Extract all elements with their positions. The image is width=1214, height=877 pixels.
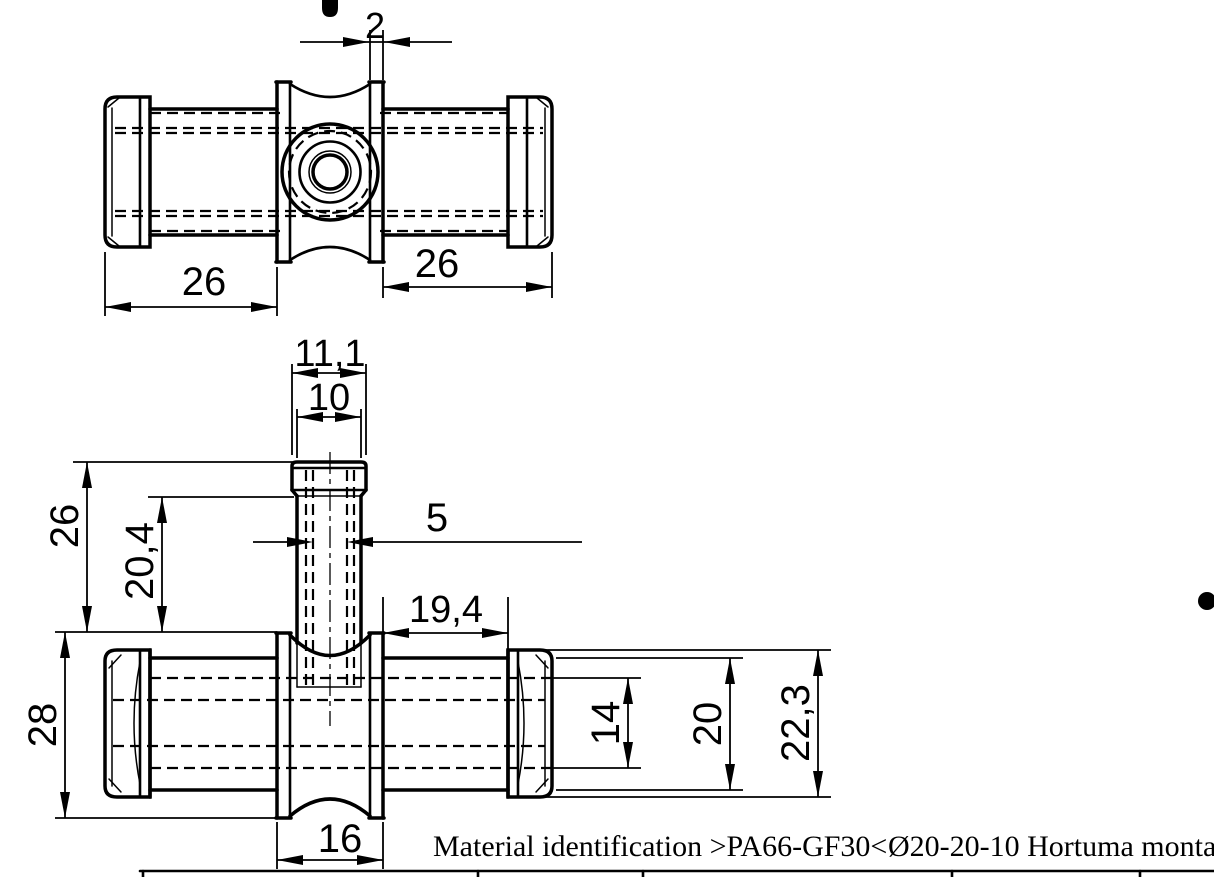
port-boss-circles [280, 122, 380, 222]
dim-bead-od-label: 22,3 [774, 684, 818, 762]
dimension-port-od: 10 [296, 377, 362, 458]
dimension-top-right-length: 26 [382, 242, 553, 298]
dimension-port-height-to-bead: 20,4 [118, 496, 294, 632]
dim-top-left-length-label: 26 [182, 260, 227, 304]
dim-hub-width-label: 16 [318, 817, 363, 861]
right-edge-dot [1198, 592, 1214, 610]
dim-port-height-to-bead-label: 20,4 [118, 522, 162, 600]
dimension-branch-length: 19,4 [382, 589, 509, 652]
dim-groove-width-label: 2 [365, 5, 385, 46]
dim-top-right-length-label: 26 [415, 242, 460, 286]
dimension-overall-height: 28 [21, 632, 277, 819]
dim-bore-dia-label: 14 [584, 701, 628, 746]
dim-port-od-label: 10 [308, 377, 350, 419]
front-view [103, 452, 554, 820]
dim-overall-height-label: 28 [21, 703, 65, 748]
dim-port-bore-label: 5 [426, 496, 448, 540]
dim-tube-od-label: 20 [686, 702, 730, 747]
dim-branch-length-label: 19,4 [409, 589, 483, 631]
material-note: Material identification >PA66-GF30< [433, 830, 887, 863]
top-view [103, 80, 554, 264]
dimension-bead-od: 22,3 [515, 649, 831, 798]
dimension-port-bead-od: 11,1 [291, 333, 367, 455]
dimension-bore-dia: 14 [553, 677, 641, 769]
dimension-groove-width: 2 [300, 5, 452, 80]
dimension-tube-od: 20 [556, 657, 743, 791]
dim-port-bead-od-label: 11,1 [294, 333, 365, 375]
part-title-note: Ø20-20-10 Hortuma montaj [888, 830, 1214, 863]
dimension-hub-width: 16 [276, 817, 384, 869]
dimension-port-height: 26 [43, 461, 293, 633]
notes: Material identification >PA66-GF30< Ø20-… [433, 830, 1214, 863]
dimension-port-bore: 5 [253, 496, 582, 547]
dimension-top-left-length: 26 [104, 252, 278, 316]
top-edge-mark [322, 0, 338, 17]
title-block-border [138, 869, 1214, 877]
dim-port-height-label: 26 [43, 504, 87, 549]
